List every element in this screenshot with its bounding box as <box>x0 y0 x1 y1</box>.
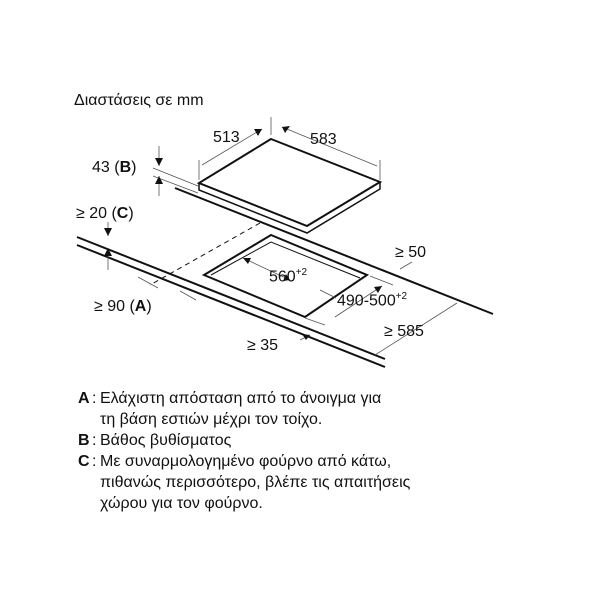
legend-key: A <box>78 390 90 407</box>
legend-item-b: B: Βάθος βυθίσματος <box>78 432 232 449</box>
front-gap-label: ≥ 35 <box>247 337 279 354</box>
a-dimension-label: ≥ 90 (A) <box>94 298 152 315</box>
counter-front-line-2 <box>76 244 386 368</box>
counter-back-line <box>174 187 494 315</box>
hob-edge <box>198 182 381 234</box>
legend-text: Βάθος βυθίσματος <box>100 432 232 449</box>
cutout-inner <box>210 241 361 279</box>
legend-text: πιθανώς περισσότερο, βλέπε τις απαιτήσει… <box>100 474 411 491</box>
legend-text: Ελάχιστη απόσταση από το άνοιγμα για <box>100 390 382 407</box>
cutout-depth-label: 490-500+2 <box>337 291 408 310</box>
legend-text: Με συναρμολογημένο φούρνο από κάτω, <box>100 453 392 470</box>
cutout-width-label: 560+2 <box>269 267 308 286</box>
legend-item-c: C: Με συναρμολογημένο φούρνο από κάτω,πι… <box>78 453 411 512</box>
width-label: 583 <box>310 131 337 148</box>
legend-key: C <box>78 453 90 470</box>
counter-depth-label: ≥ 585 <box>384 323 424 340</box>
rear-gap-label: ≥ 50 <box>395 244 427 261</box>
depth-label: 513 <box>213 129 240 146</box>
hob-top <box>196 137 383 228</box>
legend-key: B <box>78 432 90 449</box>
cutout-outer <box>201 233 370 319</box>
b-dimension-label: 43 (B) <box>92 159 137 176</box>
legend-text: χώρου για τον φούρνο. <box>100 495 263 512</box>
diagram-title: Διαστάσεις σε mm <box>74 92 204 109</box>
dashed-guide <box>149 222 261 286</box>
counter-front-line <box>76 236 386 360</box>
c-dimension-label: ≥ 20 (C) <box>76 205 134 222</box>
legend-text: τη βάση εστιών μέχρι τον τοίχο. <box>100 411 323 428</box>
